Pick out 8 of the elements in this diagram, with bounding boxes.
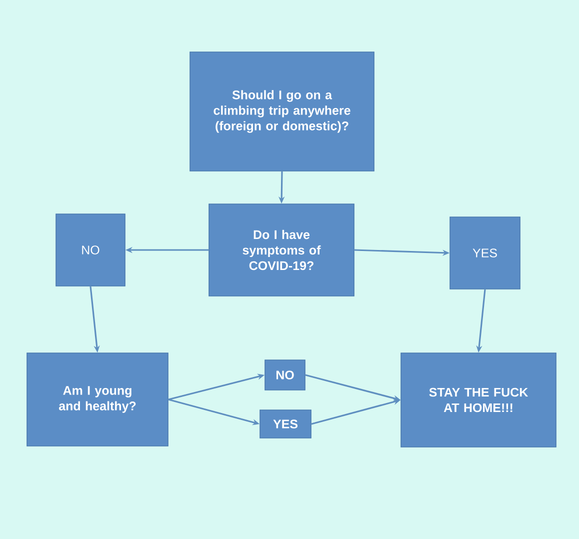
- result-box: STAY THE FUCK AT HOME!!!: [400, 352, 556, 448]
- answer-box: YES: [450, 216, 520, 290]
- answer-box: NO: [56, 214, 126, 286]
- answer-box: YES: [260, 410, 312, 438]
- answer-box: NO: [264, 360, 306, 390]
- question-box: Am I young and healthy?: [26, 352, 168, 446]
- question-box: Should I go on a climbing trip anywhere (foreign or domestic)?: [190, 52, 374, 172]
- question-box: Do I have symptoms of COVID-19?: [208, 204, 354, 296]
